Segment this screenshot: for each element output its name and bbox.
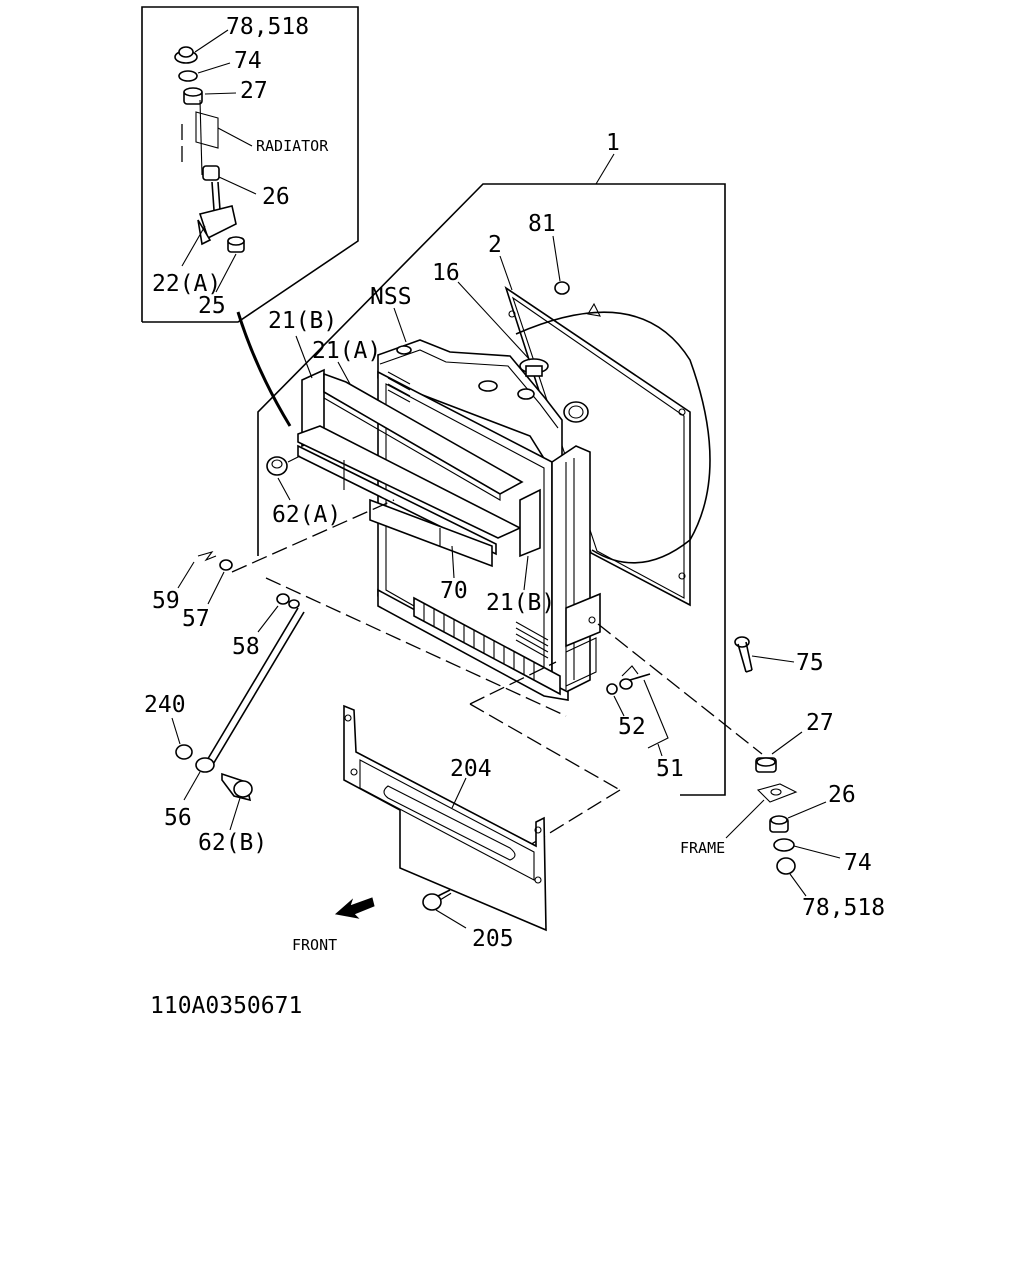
- seal-parts: 21(B) 21(A) 62(A) 70 21(B): [266, 308, 555, 616]
- label-21b-bottom: 21(B): [486, 590, 555, 616]
- label-nss: NSS: [370, 284, 412, 310]
- label-26: 26: [828, 782, 856, 808]
- inset-pointer: [236, 311, 292, 427]
- label-52: 52: [618, 714, 646, 740]
- label-81: 81: [528, 211, 556, 237]
- label-assembly-1: 1: [606, 130, 620, 156]
- label-62b: 62(B): [198, 830, 267, 856]
- label-204: 204: [450, 756, 492, 782]
- drain-parts: 59 57 58 240 56 62(B): [144, 499, 567, 856]
- label-56: 56: [164, 805, 192, 831]
- label-21b-top: 21(B): [268, 308, 337, 334]
- label-58: 58: [232, 634, 260, 660]
- inset-label-27: 27: [240, 78, 268, 104]
- label-frame: FRAME: [680, 839, 725, 857]
- label-74: 74: [844, 850, 872, 876]
- inset-label-25: 25: [198, 293, 226, 319]
- label-2: 2: [488, 232, 502, 258]
- radiator-core: 16 NSS: [370, 260, 601, 701]
- assembly-outline: 1: [257, 130, 726, 796]
- inset-label-22a: 22(A): [152, 271, 221, 297]
- drawing-number: 110A0350671: [150, 993, 302, 1019]
- front-direction-arrow-icon: FRONT: [292, 897, 375, 954]
- inset-label-26: 26: [262, 184, 290, 210]
- label-front: FRONT: [292, 936, 337, 954]
- label-70: 70: [440, 578, 468, 604]
- label-21a: 21(A): [312, 338, 381, 364]
- lower-bracket: 204 205: [343, 661, 621, 952]
- inset-label-nut: 78,518: [226, 14, 309, 40]
- label-75: 75: [796, 650, 824, 676]
- inset-label-74: 74: [234, 48, 262, 74]
- right-mount: 75 27 26 FRAME 74 78,518: [597, 623, 885, 921]
- label-240: 240: [144, 692, 186, 718]
- label-57: 57: [182, 606, 210, 632]
- inset-label-radiator: RADIATOR: [256, 137, 329, 155]
- label-27: 27: [806, 710, 834, 736]
- mount-inset: 78,518 74 27 RADIATOR 26 22(A) 25: [141, 6, 359, 323]
- label-16: 16: [432, 260, 460, 286]
- label-78-518: 78,518: [802, 895, 885, 921]
- label-62a: 62(A): [272, 502, 341, 528]
- label-59: 59: [152, 588, 180, 614]
- label-205: 205: [472, 926, 514, 952]
- drain-cock: 52 51: [606, 665, 684, 782]
- label-51: 51: [656, 756, 684, 782]
